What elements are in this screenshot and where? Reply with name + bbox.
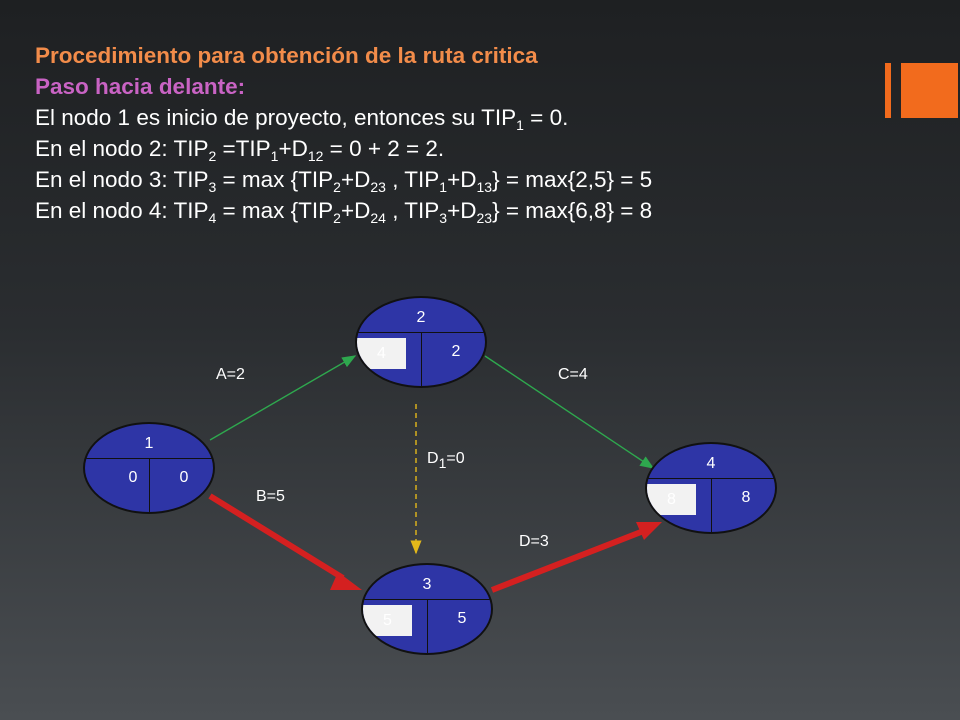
node-duration-value: 5 <box>457 610 467 627</box>
text-line-3: En el nodo 3: TIP3 = max {TIP2+D23 , TIP… <box>35 167 653 195</box>
node-1: 1 0 0 <box>83 422 215 514</box>
node-duration-value: 8 <box>741 489 751 506</box>
text-line-4: En el nodo 4: TIP4 = max {TIP2+D24 , TIP… <box>35 198 653 226</box>
edge-a-arrow <box>209 355 357 441</box>
node-duration-value: 0 <box>179 469 189 486</box>
node-label: 3 <box>422 576 432 593</box>
edge-b-arrow <box>208 493 362 590</box>
edge-label-b: B=5 <box>256 488 285 505</box>
text-block: Procedimiento para obtención de la ruta … <box>35 40 895 226</box>
text-line-1: El nodo 1 es inicio de proyecto, entonce… <box>35 105 569 133</box>
node-4: 4 8 8 <box>645 442 777 534</box>
node-label: 1 <box>144 435 154 452</box>
accent-bar-thin <box>885 63 891 118</box>
edge-d-arrow <box>490 522 662 593</box>
node-early-value-box: 4 <box>357 338 406 369</box>
text-line-2: En el nodo 2: TIP2 =TIP1+D12 = 0 + 2 = 2… <box>35 136 445 164</box>
edge-label-d: D=3 <box>519 533 549 550</box>
node-duration-value: 2 <box>451 343 461 360</box>
accent-bar-thick <box>901 63 958 118</box>
edge-label-d1: D1=0 <box>427 450 465 471</box>
node-label: 4 <box>706 455 716 472</box>
node-early-value-box: 8 <box>647 484 696 515</box>
slide-subtitle: Paso hacia delante: <box>35 74 246 99</box>
node-early-value: 0 <box>128 469 138 486</box>
node-2: 2 4 2 <box>355 296 487 388</box>
node-label: 2 <box>416 309 426 326</box>
edge-label-c: C=4 <box>558 366 588 383</box>
node-early-value-box: 5 <box>363 605 412 636</box>
slide-title: Procedimiento para obtención de la ruta … <box>35 43 538 68</box>
edge-c-arrow <box>484 355 655 469</box>
node-3: 3 5 5 <box>361 563 493 655</box>
edge-label-a: A=2 <box>216 366 245 383</box>
